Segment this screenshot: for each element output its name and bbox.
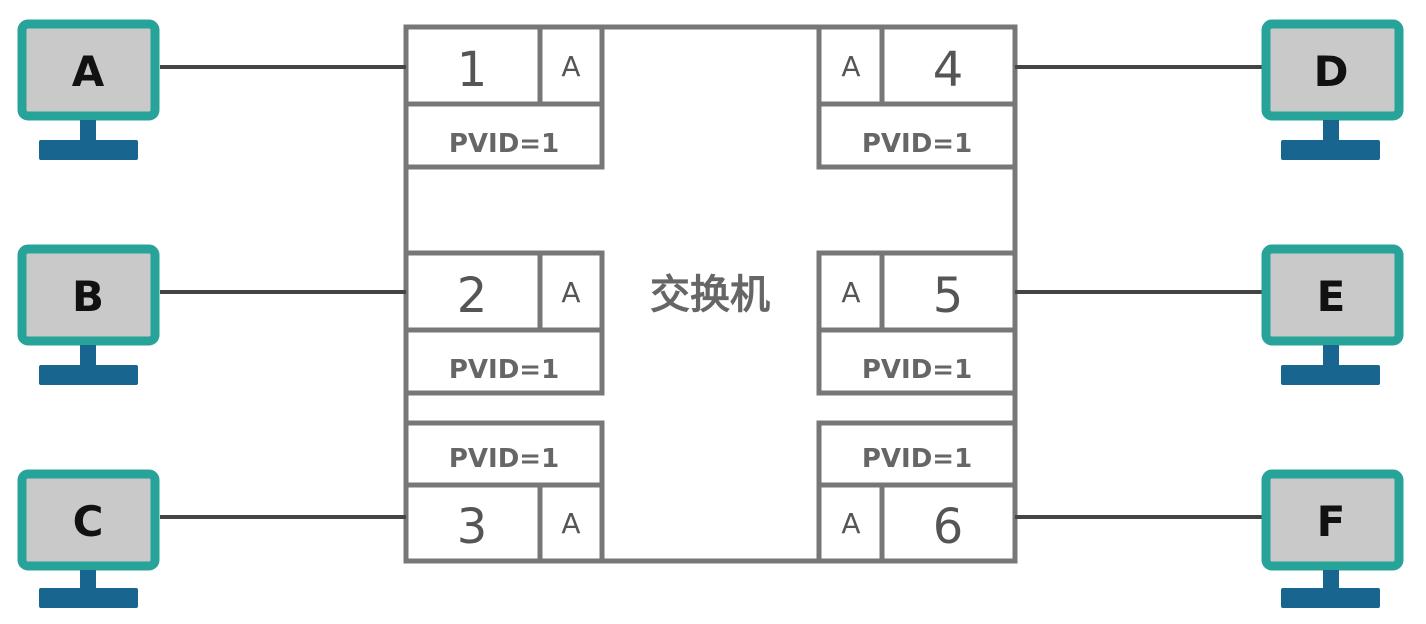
port-2-pvid: PVID=1 xyxy=(449,355,559,385)
computer-icon xyxy=(1261,19,1404,160)
port-5-vlan-tag: A xyxy=(841,276,860,309)
port-3-pvid: PVID=1 xyxy=(449,444,559,474)
port-2[interactable]: 2 A PVID=1 xyxy=(403,250,605,396)
port-6-pvid: PVID=1 xyxy=(862,444,972,474)
host-d-label: D xyxy=(1314,47,1349,96)
port-3-number: 3 xyxy=(457,499,488,555)
host-c-label: C xyxy=(73,497,104,546)
port-6-number: 6 xyxy=(933,499,964,555)
port-4-pvid: PVID=1 xyxy=(862,129,972,159)
host-e[interactable]: E xyxy=(1261,244,1404,385)
computer-icon xyxy=(17,19,160,160)
port-5[interactable]: A 5 PVID=1 xyxy=(816,250,1018,396)
port-1-vlan-tag: A xyxy=(561,50,580,83)
port-4-number: 4 xyxy=(933,42,964,98)
host-e-label: E xyxy=(1317,272,1346,321)
port-1[interactable]: 1 A PVID=1 xyxy=(403,24,605,170)
port-5-number: 5 xyxy=(933,268,964,324)
port-3[interactable]: PVID=1 3 A xyxy=(403,420,605,564)
computer-icon xyxy=(17,469,160,608)
port-4[interactable]: A 4 PVID=1 xyxy=(816,24,1018,170)
port-6-vlan-tag: A xyxy=(841,507,860,540)
host-a-label: A xyxy=(72,47,105,96)
port-2-number: 2 xyxy=(457,268,488,324)
host-f[interactable]: F xyxy=(1261,469,1404,608)
port-2-vlan-tag: A xyxy=(561,276,580,309)
port-1-pvid: PVID=1 xyxy=(449,129,559,159)
host-b[interactable]: B xyxy=(17,244,160,385)
computer-icon xyxy=(1261,244,1404,385)
switch-label: 交换机 xyxy=(650,272,770,318)
computer-icon xyxy=(1261,469,1404,608)
host-c[interactable]: C xyxy=(17,469,160,608)
host-d[interactable]: D xyxy=(1261,19,1404,160)
port-6[interactable]: PVID=1 A 6 xyxy=(816,420,1018,564)
host-b-label: B xyxy=(72,272,104,321)
port-3-vlan-tag: A xyxy=(561,507,580,540)
port-4-vlan-tag: A xyxy=(841,50,860,83)
port-5-pvid: PVID=1 xyxy=(862,355,972,385)
computer-icon xyxy=(17,244,160,385)
host-f-label: F xyxy=(1317,497,1346,546)
port-1-number: 1 xyxy=(457,42,488,98)
host-a[interactable]: A xyxy=(17,19,160,160)
